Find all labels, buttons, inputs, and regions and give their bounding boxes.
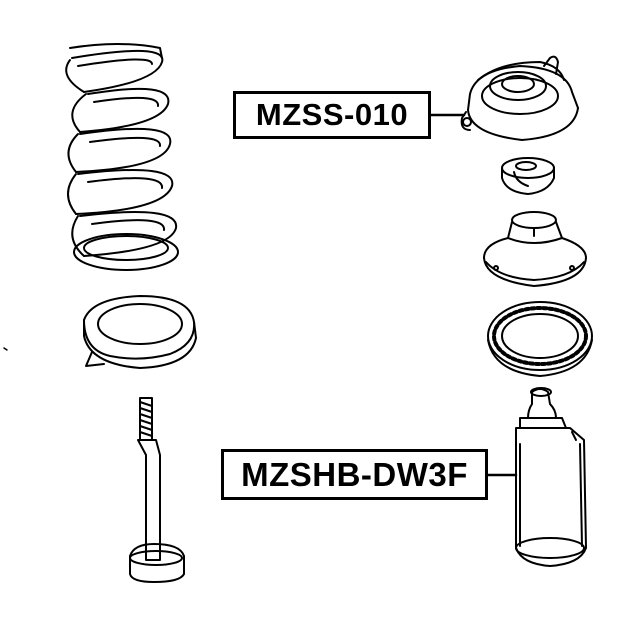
strut-bearing [487,301,593,377]
shock-boot [515,387,587,567]
shock-absorber-rod [129,397,185,583]
spring-seat [83,295,197,369]
upper-spring-seat [483,211,587,287]
strut-mount [460,55,579,141]
shock-boot-part-number-label: MZSHB-DW3F [221,449,488,500]
coil-spring [65,43,179,271]
bump-stop-cap [501,157,555,195]
strut-mount-part-number-label: MZSS-010 [233,91,431,139]
stray-mark [3,347,8,351]
